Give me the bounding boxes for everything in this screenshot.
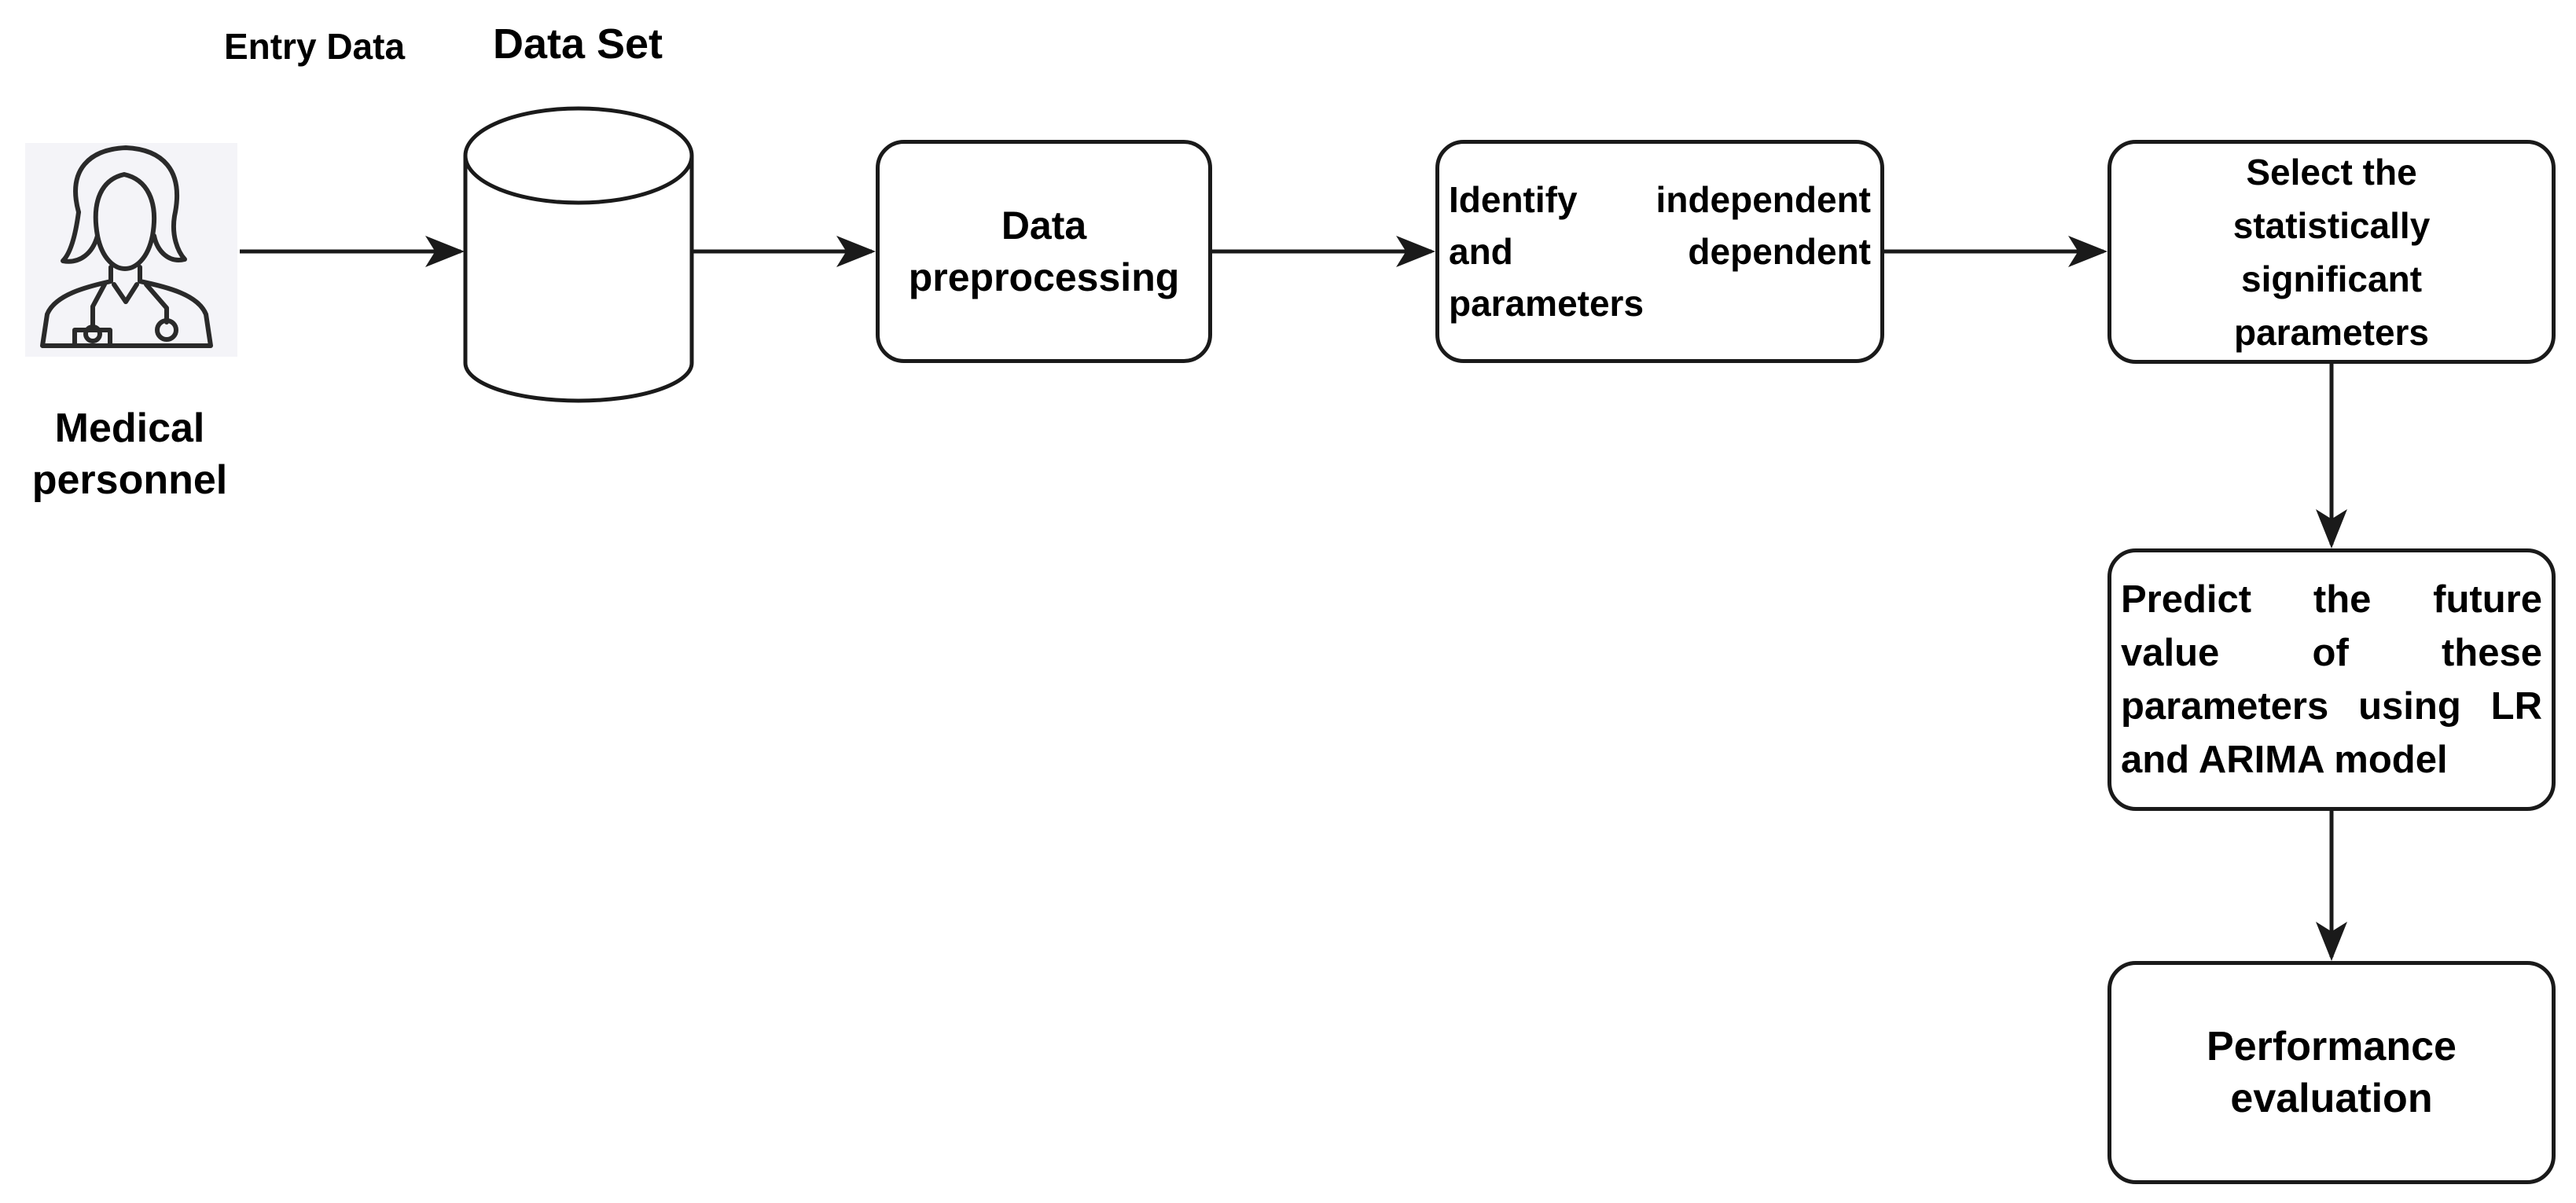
data-preprocessing-text: Data preprocessing xyxy=(908,204,1180,299)
performance-evaluation-text: Performance evaluation xyxy=(2207,1024,2457,1121)
predict-values-text: Predict the future value of these parame… xyxy=(2121,578,2542,781)
database-cylinder-icon xyxy=(463,106,694,403)
medical-personnel-label: Medical personnel xyxy=(31,405,228,503)
doctor-icon xyxy=(25,143,237,357)
select-parameters-text: Select the statistically significant par… xyxy=(2232,151,2431,353)
data-preprocessing-box: Data preprocessing xyxy=(876,140,1212,363)
data-set-label: Data Set xyxy=(492,20,663,68)
identify-parameters-text: Identify independent and dependent param… xyxy=(1449,179,1871,324)
select-parameters-box: Select the statistically significant par… xyxy=(2107,140,2556,364)
performance-evaluation-box: Performance evaluation xyxy=(2107,961,2556,1184)
entry-data-label: Entry Data xyxy=(223,26,406,67)
predict-values-box: Predict the future value of these parame… xyxy=(2107,548,2556,811)
identify-parameters-box: Identify independent and dependent param… xyxy=(1435,140,1884,363)
